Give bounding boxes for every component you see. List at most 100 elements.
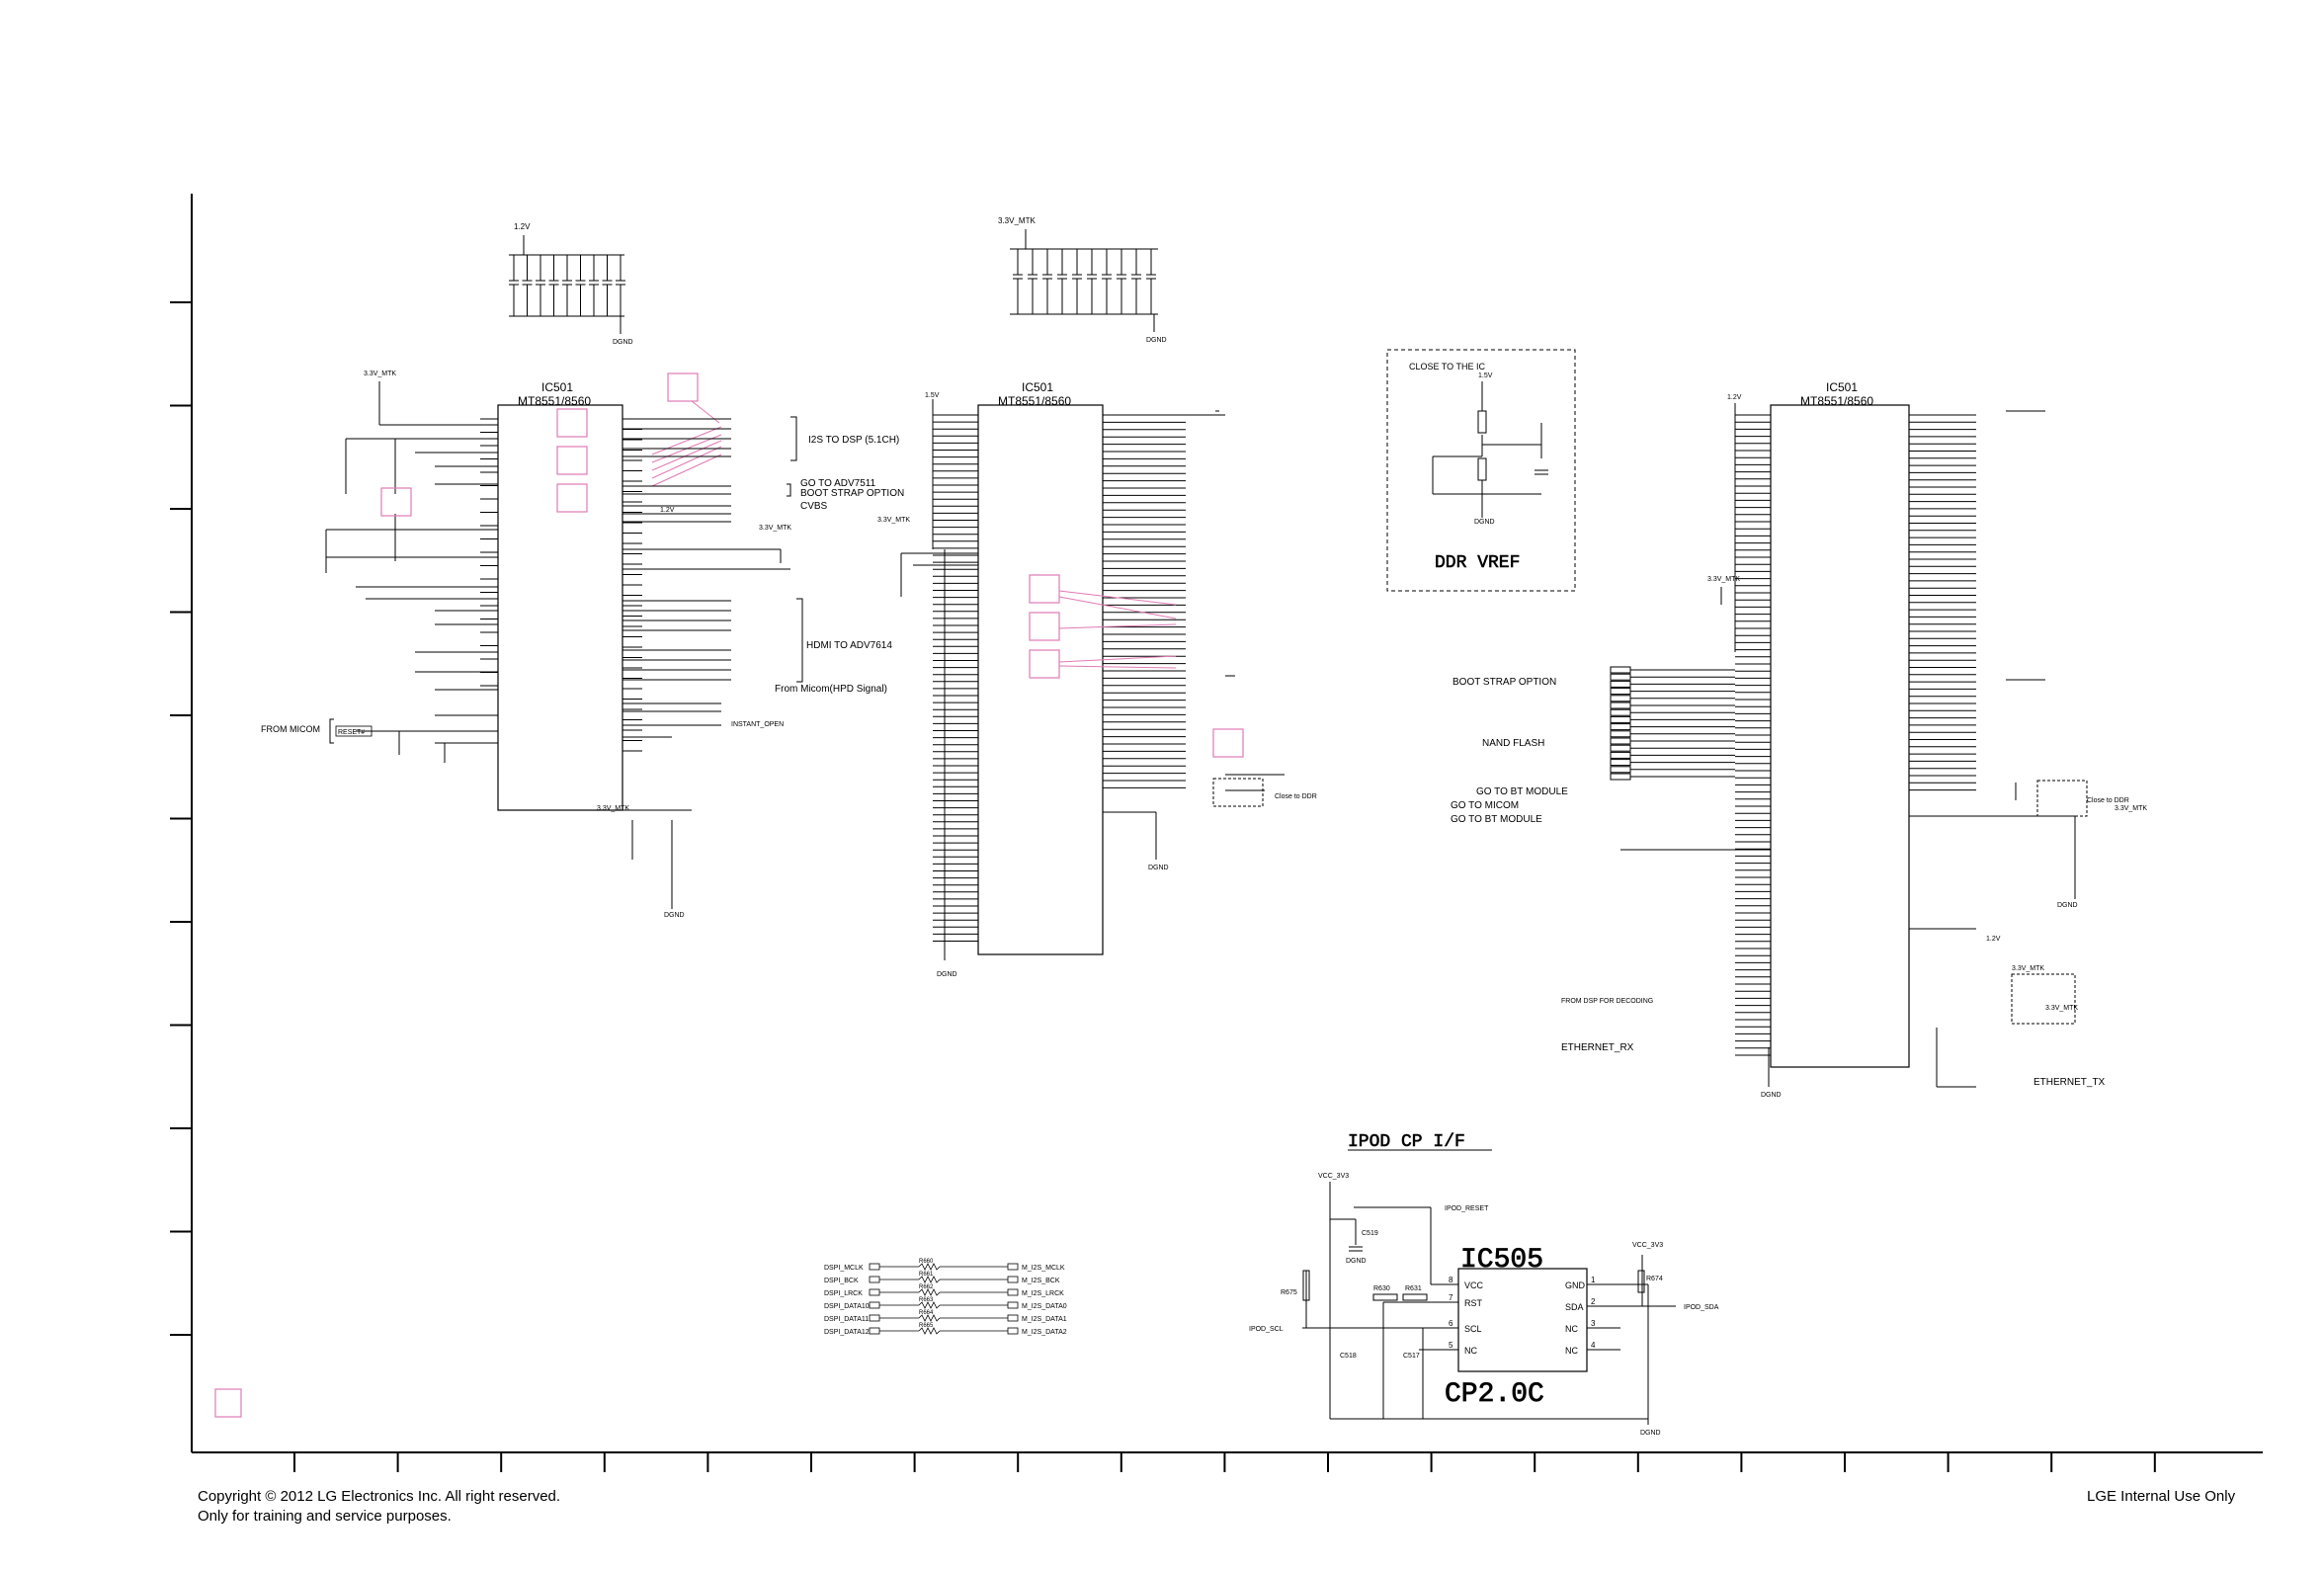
net-flag bbox=[1610, 715, 1631, 723]
rail-label-dgnd-5: DGND bbox=[1148, 865, 1169, 871]
ddr-vref-box: CLOSE TO THE IC DDR VREF bbox=[1386, 349, 1576, 592]
ic505-pin-number: 1 bbox=[1591, 1276, 1596, 1284]
ipod-part-ref: R674 bbox=[1646, 1276, 1663, 1282]
rail-label-dgnd-1: DGND bbox=[613, 339, 633, 346]
dspi-net-label: DSPI_MCLK bbox=[824, 1265, 864, 1272]
dspi-output-label: M_I2S_LRCK bbox=[1022, 1290, 1064, 1297]
ipod-part-ref: R630 bbox=[1373, 1285, 1390, 1292]
ic501-a-ref: IC501 bbox=[541, 380, 573, 394]
rail-label-1v2-b: 1.2V bbox=[660, 507, 675, 514]
net-flag bbox=[869, 1301, 880, 1309]
label-from-dsp-decoding: FROM DSP FOR DECODING bbox=[1561, 998, 1653, 1005]
net-flag bbox=[1610, 708, 1631, 716]
ic505-pin-label: NC bbox=[1464, 1346, 1477, 1356]
dspi-resistor-array: DSPI_MCLKR660M_I2S_MCLKDSPI_BCKR661M_I2S… bbox=[824, 1259, 1067, 1336]
sheet-frame bbox=[191, 194, 2263, 1453]
net-flag bbox=[1610, 744, 1631, 752]
from-micom-bracket bbox=[329, 718, 334, 744]
ic501-block-b: IC501 MT8551/8560 bbox=[933, 380, 1186, 955]
net-flag bbox=[1610, 730, 1631, 738]
net-flag bbox=[1610, 673, 1631, 681]
dspi-net-label: DSPI_LRCK bbox=[824, 1290, 863, 1297]
rail-label-15v: 1.5V bbox=[925, 392, 940, 399]
resistor-zigzag bbox=[918, 1288, 941, 1296]
rail-label-3v3-g: 3.3V_MTK bbox=[2012, 965, 2044, 972]
highlight-boxes-a bbox=[380, 372, 699, 517]
ic501-c-nets bbox=[1620, 403, 2088, 1088]
highlight-arrows-a bbox=[651, 400, 722, 487]
rail-label-vcc3v3-b: VCC_3V3 bbox=[1632, 1242, 1663, 1249]
ic505-pin-number: 7 bbox=[1449, 1293, 1453, 1302]
label-hdmi-to-adv: HDMI TO ADV7614 bbox=[806, 640, 892, 651]
net-flag bbox=[1007, 1288, 1019, 1296]
ic501-block-c: IC501 MT8551/8560 bbox=[1735, 380, 1976, 1068]
frame-ticks bbox=[170, 301, 2156, 1472]
footer-training-line: Only for training and service purposes. bbox=[198, 1508, 452, 1525]
dspi-net-label: DSPI_DATA12 bbox=[824, 1329, 870, 1336]
label-ipod-scl: IPOD_SCL bbox=[1249, 1326, 1284, 1333]
ic505-pin-label: VCC bbox=[1464, 1280, 1484, 1290]
ic501-block-a: IC501 MT8551/8560 bbox=[480, 380, 642, 811]
label-ipod-cp-if: IPOD CP I/F bbox=[1348, 1132, 1465, 1152]
rail-label-dgnd-3: DGND bbox=[664, 912, 685, 919]
dspi-net-label: DSPI_DATA11 bbox=[824, 1316, 869, 1323]
net-flag bbox=[1610, 737, 1631, 745]
net-flag bbox=[1007, 1263, 1019, 1271]
ic501-b-nets bbox=[900, 399, 1285, 960]
net-flag bbox=[1610, 751, 1631, 759]
net-flag bbox=[1610, 680, 1631, 688]
resistor-zigzag bbox=[918, 1263, 941, 1271]
net-flag bbox=[1610, 688, 1631, 696]
ipod-part-ref: C519 bbox=[1362, 1230, 1378, 1237]
ic501-a-left-circuit bbox=[325, 381, 498, 763]
dspi-output-label: M_I2S_MCLK bbox=[1022, 1265, 1065, 1272]
label-instant-open: INSTANT_OPEN bbox=[731, 721, 784, 728]
net-flag bbox=[869, 1263, 880, 1271]
ic501-b-part: MT8551/8560 bbox=[998, 394, 1071, 408]
rail-label-3v3-b: 3.3V_MTK bbox=[759, 525, 791, 532]
label-go-to-micom: GO TO MICOM bbox=[1451, 800, 1519, 811]
rail-label-dgnd-10: DGND bbox=[1640, 1430, 1661, 1437]
resistor-ref: R663 bbox=[919, 1297, 934, 1303]
resistor-ref: R662 bbox=[919, 1284, 934, 1290]
dspi-net-label: DSPI_DATA10 bbox=[824, 1303, 870, 1310]
reset-net-label bbox=[335, 725, 373, 737]
cap-bank-3v3 bbox=[1010, 229, 1158, 332]
highlight-boxes-b bbox=[1029, 574, 1244, 758]
rail-label-dgnd-7: DGND bbox=[2057, 902, 2078, 909]
net-flag bbox=[1610, 773, 1631, 781]
net-flag bbox=[869, 1288, 880, 1296]
resistor-zigzag bbox=[918, 1301, 941, 1309]
rail-label-dgnd-8: DGND bbox=[1761, 1092, 1782, 1099]
ic505-sub: CP2.0C bbox=[1445, 1379, 1544, 1410]
label-reset: RESET# bbox=[338, 729, 365, 736]
label-go-to-adv7511: GO TO ADV7511 bbox=[800, 478, 876, 489]
ipod-part-ref: C518 bbox=[1340, 1353, 1357, 1360]
ic505-pin-number: 2 bbox=[1591, 1297, 1596, 1306]
ic501-c-part: MT8551/8560 bbox=[1800, 394, 1873, 408]
ic501-b-ref: IC501 bbox=[1022, 380, 1053, 394]
resistor-ref: R660 bbox=[919, 1259, 934, 1265]
resistor-ref: R661 bbox=[919, 1272, 934, 1278]
rail-label-dgnd-2: DGND bbox=[1146, 337, 1167, 344]
ic505-pin-number: 6 bbox=[1449, 1319, 1453, 1328]
footer-copyright-line: Copyright © 2012 LG Electronics Inc. All… bbox=[198, 1488, 561, 1505]
dspi-output-label: M_I2S_BCK bbox=[1022, 1278, 1060, 1284]
rail-label-3v3-h: 3.3V_MTK bbox=[2045, 1005, 2078, 1012]
label-close-to-ddr-2: Close to DDR bbox=[2087, 797, 2129, 804]
ipod-part-ref: R675 bbox=[1281, 1289, 1297, 1296]
rail-label-1v2: 1.2V bbox=[514, 222, 531, 231]
rail-label-vcc3v3-a: VCC_3V3 bbox=[1318, 1173, 1349, 1180]
net-flag bbox=[1007, 1276, 1019, 1283]
highlight-box-legend bbox=[214, 1388, 242, 1418]
net-flag bbox=[869, 1327, 880, 1335]
label-i2s-to-dsp: I2S TO DSP (5.1CH) bbox=[808, 435, 899, 446]
label-close-to-ddr-1: Close to DDR bbox=[1275, 793, 1317, 800]
net-flag bbox=[1610, 666, 1631, 674]
label-go-to-bt-2: GO TO BT MODULE bbox=[1451, 814, 1542, 825]
rail-label-3v3-f: 3.3V_MTK bbox=[2115, 805, 2147, 812]
ipod-cp-section: IPOD CP I/F IC505 CP2.0C VCC8RST7SCL6NC5… bbox=[1249, 1132, 1719, 1437]
ic505-ref: IC505 bbox=[1460, 1245, 1543, 1276]
ic505-pin-number: 8 bbox=[1449, 1276, 1453, 1284]
label-ipod-reset: IPOD_RESET bbox=[1445, 1205, 1489, 1212]
